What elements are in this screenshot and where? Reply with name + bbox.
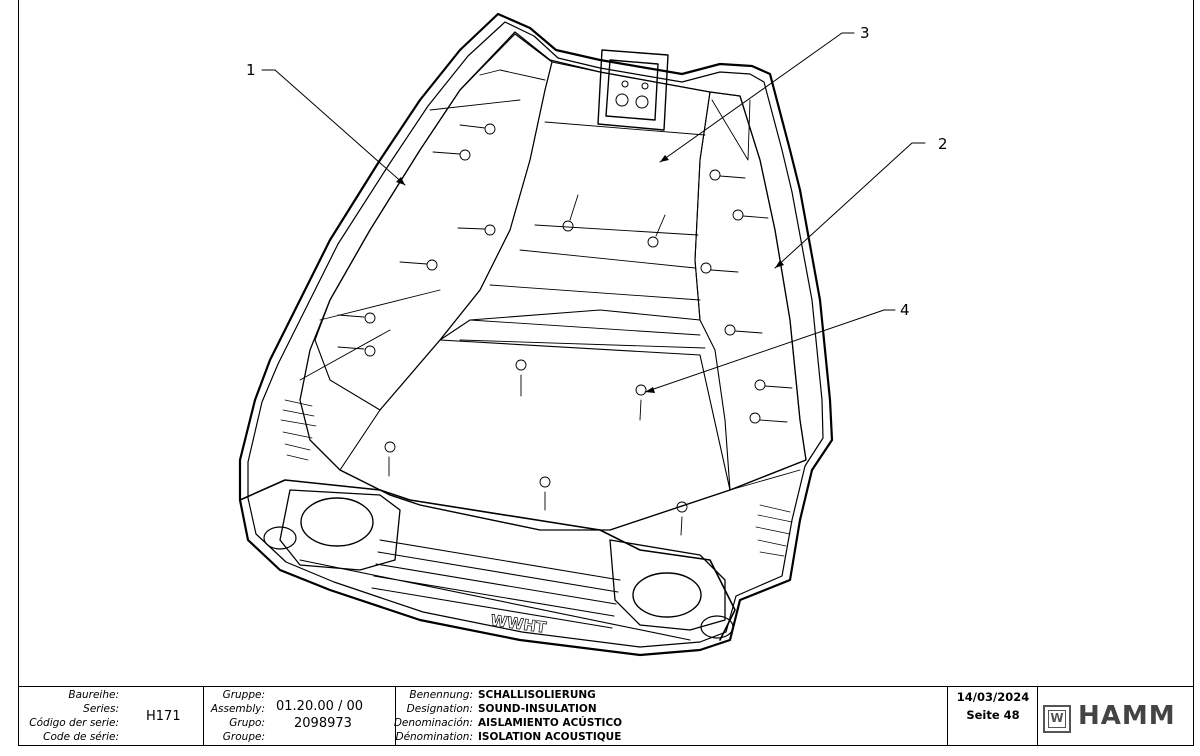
hinge-bracket	[597, 49, 669, 131]
hamm-logo-icon: W	[1043, 705, 1071, 733]
leader-line-2	[774, 142, 926, 269]
inner-cavity	[299, 31, 807, 531]
right-insulation-panel	[694, 91, 807, 491]
callout-2: 2	[938, 135, 948, 153]
group-label-fr: Groupe:	[222, 731, 265, 743]
designation-values: SCHALLISOLIERUNG SOUND-INSULATION AISLAM…	[478, 688, 622, 744]
page-number: Seite 48	[966, 708, 1020, 722]
technical-drawing: WWHT 1 2 3 4	[238, 12, 948, 657]
series-cell: Baureihe: Series: Código der serie: Code…	[18, 687, 204, 746]
emboss-text: WWHT	[489, 611, 548, 637]
back-insulation-panel	[439, 61, 711, 341]
group-labels: Gruppe: Assembly: Grupo: Groupe:	[211, 688, 265, 744]
designation-label-es: Denominación:	[393, 717, 473, 729]
logo-mark: W	[1048, 710, 1066, 728]
designation-value-de: SCHALLISOLIERUNG	[478, 689, 596, 701]
group-cell: Gruppe: Assembly: Grupo: Groupe: 01.20.0…	[204, 687, 396, 746]
back-panel-lines	[459, 121, 706, 349]
title-block: Baureihe: Series: Código der serie: Code…	[18, 686, 1194, 746]
series-label-en: Series:	[83, 703, 119, 715]
left-light-housing	[279, 489, 401, 571]
series-value: H171	[146, 709, 181, 724]
left-panel-edge	[299, 69, 546, 381]
designation-value-es: AISLAMIENTO ACÚSTICO	[478, 717, 623, 729]
leader-line-1	[261, 69, 406, 186]
callout-4: 4	[900, 301, 910, 319]
hood-outer-rim	[247, 21, 824, 648]
group-label-en: Assembly:	[210, 703, 265, 715]
series-label-fr: Code de série:	[43, 731, 119, 743]
hood-outer-shell	[238, 12, 834, 657]
designation-value-en: SOUND-INSULATION	[478, 703, 597, 715]
series-label-de: Baureihe:	[68, 689, 119, 701]
floor-panel	[339, 339, 731, 531]
brand-name: HAMM	[1078, 701, 1176, 731]
leader-line-3	[659, 32, 855, 163]
series-labels: Baureihe: Series: Código der serie: Code…	[29, 688, 119, 744]
designation-value-fr: ISOLATION ACOUSTIQUE	[478, 731, 622, 743]
front-bumper	[239, 479, 736, 641]
group-label-de: Gruppe:	[222, 689, 265, 701]
callout-1: 1	[246, 61, 256, 79]
designation-cell: Benennung: Designation: Denominación: Dé…	[394, 687, 948, 746]
series-label-es: Código der serie:	[29, 717, 119, 729]
group-label-es: Grupo:	[229, 717, 265, 729]
designation-labels: Benennung: Designation: Denominación: Dé…	[394, 688, 473, 744]
right-panel-lines	[711, 99, 801, 491]
date-page-cell: 14/03/2024 Seite 48	[948, 687, 1038, 746]
callout-3: 3	[860, 24, 870, 42]
designation-label-fr: Dénomination:	[395, 731, 473, 743]
right-light-housing	[609, 539, 726, 631]
leader-line-4	[644, 309, 896, 393]
drawing-sheet-frame	[18, 0, 1194, 746]
assembly-value: 01.20.00 / 00	[276, 699, 364, 714]
left-insulation-panel	[314, 33, 553, 411]
designation-label-de: Benennung:	[409, 689, 473, 701]
front-grille	[299, 539, 691, 641]
date: 14/03/2024	[956, 690, 1030, 704]
designation-label-en: Designation:	[406, 703, 473, 715]
grupo-value: 2098973	[294, 716, 352, 731]
